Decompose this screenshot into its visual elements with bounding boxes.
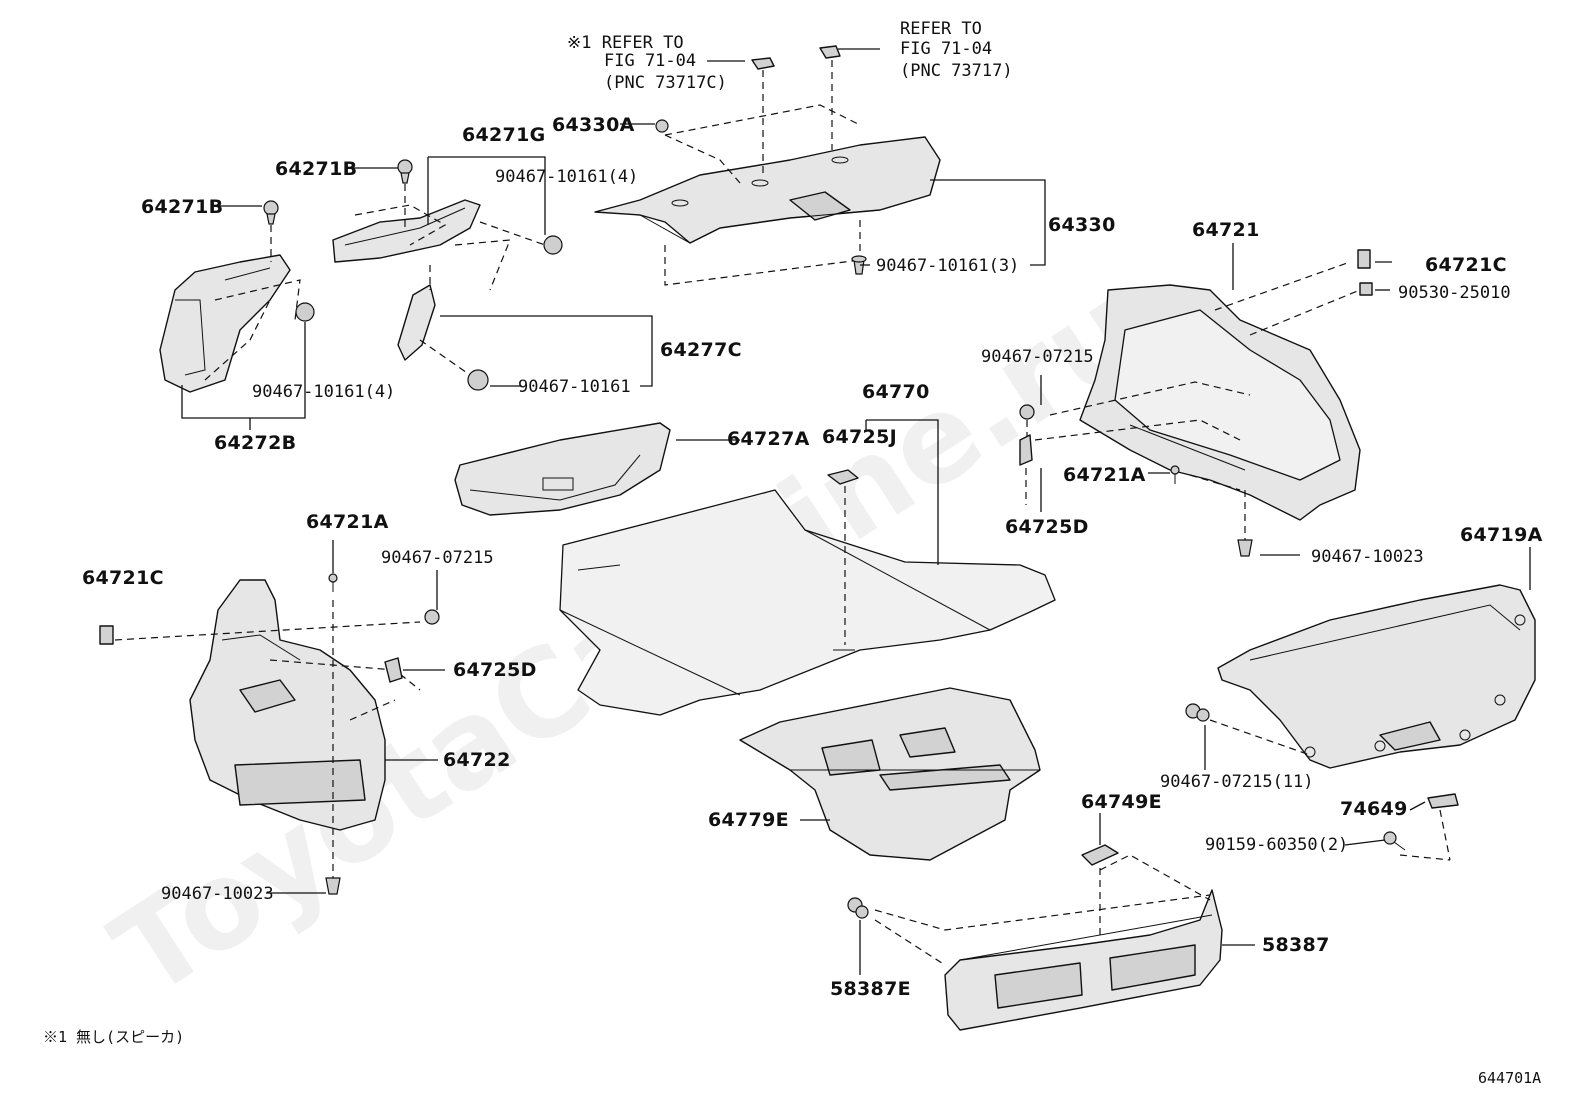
hook-64725D-right xyxy=(1019,434,1033,466)
clip-90467-10161-3 xyxy=(851,255,867,275)
clip-90467-10161-upper xyxy=(543,235,563,255)
clip-90467-10161-lower xyxy=(295,302,315,322)
label-64721A-right: 64721A xyxy=(1063,464,1146,486)
label-64725D-left: 64725D xyxy=(453,659,537,681)
rear-side-trim-64272B xyxy=(159,254,291,393)
package-tray-trim-64330 xyxy=(594,136,941,244)
label-64272B: 64272B xyxy=(214,432,296,454)
floor-mat-64770 xyxy=(559,489,1056,716)
side-trim-right-64721 xyxy=(1079,284,1361,521)
label-90467-10161: 90467-10161 xyxy=(518,377,631,397)
label-90467-07215-left: 90467-07215 xyxy=(381,548,494,568)
label-90467-10023-left: 90467-10023 xyxy=(161,884,274,904)
clip-90467-07215-11 xyxy=(1185,703,1210,722)
label-ref-73717-line1: REFER TO xyxy=(900,19,982,39)
label-64770: 64770 xyxy=(862,381,930,403)
label-64779E: 64779E xyxy=(708,809,789,831)
cover-64727A xyxy=(454,422,671,516)
label-ref-73717C-line2: FIG 71-04 xyxy=(604,51,696,71)
speaker-cover-73717C xyxy=(751,57,775,70)
label-58387E: 58387E xyxy=(830,978,911,1000)
footnote: ※1 無し(スピーカ) xyxy=(43,1028,184,1046)
label-90530-25010: 90530-25010 xyxy=(1398,283,1511,303)
clip-90467-07215-right xyxy=(1019,404,1035,420)
label-90467-10161-4-upper: 90467-10161(4) xyxy=(495,167,638,187)
clip-64330A xyxy=(655,119,669,133)
label-64719A: 64719A xyxy=(1460,524,1543,546)
label-64721C-left: 64721C xyxy=(82,567,164,589)
side-trim-left-64722 xyxy=(189,579,386,831)
label-64749E: 64749E xyxy=(1081,791,1162,813)
clip-90467-10023-left xyxy=(325,877,341,895)
trim-bracket-64271G xyxy=(332,199,481,263)
clip-64271B-upper xyxy=(397,159,413,184)
label-64271B-lower: 64271B xyxy=(141,196,223,218)
screw-64721A-right xyxy=(1170,465,1180,484)
label-64725J: 64725J xyxy=(822,426,897,448)
label-64271G: 64271G xyxy=(462,124,546,146)
bracket-64277C xyxy=(397,284,436,361)
figure-id: 644701A xyxy=(1478,1069,1541,1087)
screw-64721A-left xyxy=(328,573,338,592)
label-64727A: 64727A xyxy=(727,428,810,450)
label-ref-73717-line2: FIG 71-04 xyxy=(900,39,992,59)
label-ref-73717C-line1: ※1 REFER TO xyxy=(567,33,684,53)
hook-64725D-left xyxy=(384,657,403,683)
clip-64271B-lower xyxy=(263,200,279,225)
label-64330A: 64330A xyxy=(552,114,635,136)
label-ref-73717-line3: (PNC 73717) xyxy=(900,61,1013,81)
clip-90467-10023-right xyxy=(1237,539,1253,557)
pad-64721C-right xyxy=(1357,249,1371,269)
label-90467-07215-right: 90467-07215 xyxy=(981,347,1094,367)
label-64277C: 64277C xyxy=(660,339,742,361)
label-74649: 74649 xyxy=(1340,798,1408,820)
label-64330: 64330 xyxy=(1048,214,1116,236)
hook-64725J xyxy=(827,469,859,485)
label-64721C-right: 64721C xyxy=(1425,254,1507,276)
leader-lines xyxy=(181,48,1531,975)
label-64721A-left: 64721A xyxy=(306,511,389,533)
trunk-lid-trim-64719A xyxy=(1217,584,1536,769)
speaker-cover-73717 xyxy=(819,45,841,59)
part-74649 xyxy=(1427,793,1459,809)
label-90467-10161-4-lower: 90467-10161(4) xyxy=(252,382,395,402)
label-90467-10161-3: 90467-10161(3) xyxy=(876,256,1019,276)
tape-90530-25010 xyxy=(1359,282,1373,296)
hook-64749E xyxy=(1081,844,1119,866)
label-64725D-right: 64725D xyxy=(1005,516,1089,538)
label-58387: 58387 xyxy=(1262,934,1330,956)
storage-box-64779E xyxy=(739,687,1041,861)
clip-90467-07215-left xyxy=(424,609,440,625)
pad-64721C-left xyxy=(99,625,114,645)
bolt-90159-60350-2 xyxy=(1383,831,1406,851)
clip-90467-10161-64277C xyxy=(467,369,489,391)
clip-58387E xyxy=(847,897,869,919)
label-64721: 64721 xyxy=(1192,219,1260,241)
label-90467-07215-11: 90467-07215(11) xyxy=(1160,772,1314,792)
label-ref-73717C-line3: (PNC 73717C) xyxy=(604,73,727,93)
label-64271B-upper: 64271B xyxy=(275,158,357,180)
scuff-plate-58387 xyxy=(944,889,1223,1031)
label-90467-10023-right: 90467-10023 xyxy=(1311,547,1424,567)
label-90159-60350-2: 90159-60350(2) xyxy=(1205,835,1348,855)
label-64722: 64722 xyxy=(443,749,511,771)
